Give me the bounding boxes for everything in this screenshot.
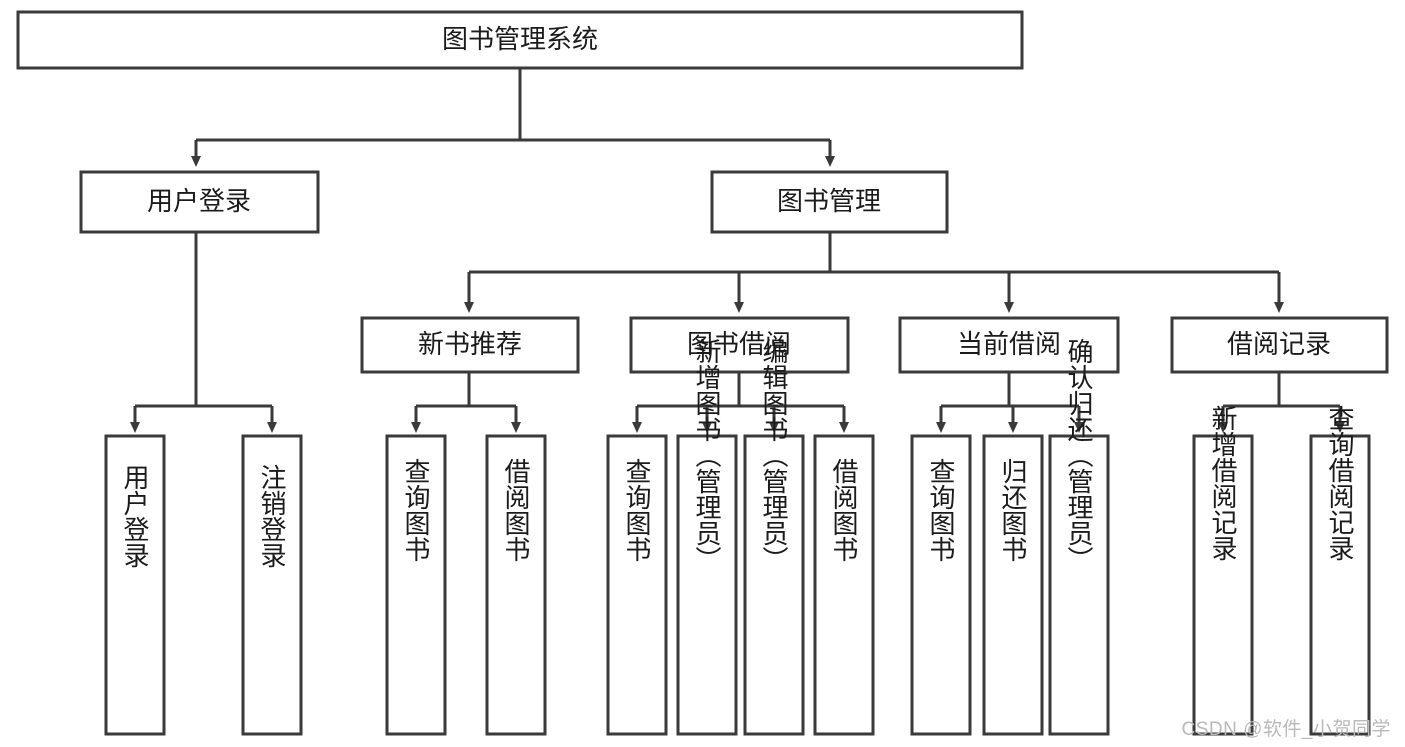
node-leaf-query-book-rec-box[interactable] <box>385 434 447 736</box>
node-leaf-add-book[interactable]: 新增图书（管理员） <box>676 338 738 736</box>
node-user-login-label: 用户登录 <box>147 186 251 216</box>
node-borrow-record-label: 借阅记录 <box>1227 329 1331 359</box>
node-leaf-query-book-cur-label: 查询图书 <box>926 458 956 562</box>
node-leaf-query-book-rec-label: 查询图书 <box>401 458 431 562</box>
node-user-login[interactable]: 用户登录 <box>79 170 320 234</box>
node-leaf-borrow-book-rec[interactable]: 借阅图书 <box>485 434 547 736</box>
node-current-borrow-box[interactable] <box>898 316 1120 374</box>
node-leaf-user-login-label: 用户登录 <box>120 464 150 568</box>
node-leaf-edit-book-label: 编辑图书（管理员） <box>759 338 789 572</box>
node-leaf-edit-book[interactable]: 编辑图书（管理员） <box>743 338 805 736</box>
node-root-label: 图书管理系统 <box>442 24 598 54</box>
node-user-login-box[interactable] <box>79 170 320 234</box>
node-root[interactable]: 图书管理系统 <box>16 10 1024 70</box>
node-leaf-confirm-return[interactable]: 确认归还（管理员） <box>1048 338 1110 736</box>
node-leaf-user-login[interactable]: 用户登录 <box>104 434 166 736</box>
connectors-user-login-to-leaves <box>130 232 277 433</box>
connectors-new-book-rec-to-leaves <box>411 372 521 433</box>
node-book-borrow-label: 图书借阅 <box>687 329 791 359</box>
node-leaf-return-book[interactable]: 归还图书 <box>982 434 1044 736</box>
node-leaf-query-book-cur[interactable]: 查询图书 <box>910 434 972 736</box>
node-leaf-query-book-rec[interactable]: 查询图书 <box>385 434 447 736</box>
node-leaf-borrow-book-rec-box[interactable] <box>485 434 547 736</box>
node-book-manage-box[interactable] <box>710 170 949 234</box>
connectors-root-to-level2 <box>191 68 835 167</box>
node-leaf-add-record[interactable]: 新增借阅记录 <box>1192 405 1254 736</box>
node-leaf-query-record[interactable]: 查询借阅记录 <box>1309 405 1371 736</box>
node-leaf-logout-box[interactable] <box>241 434 303 736</box>
node-leaf-return-book-label: 归还图书 <box>998 458 1028 562</box>
connectors-book-manage-to-level3 <box>464 232 1284 313</box>
node-leaf-borrow-book-box[interactable] <box>813 434 875 736</box>
node-borrow-record[interactable]: 借阅记录 <box>1170 316 1389 374</box>
node-new-book-rec[interactable]: 新书推荐 <box>360 316 580 374</box>
node-new-book-rec-label: 新书推荐 <box>418 329 522 359</box>
node-leaf-confirm-return-label: 确认归还（管理员） <box>1064 338 1094 572</box>
node-current-borrow-label: 当前借阅 <box>957 329 1061 359</box>
node-leaf-query-book-cur-box[interactable] <box>910 434 972 736</box>
node-leaf-borrow-book-rec-label: 借阅图书 <box>501 458 531 562</box>
node-leaf-borrow-book[interactable]: 借阅图书 <box>813 434 875 736</box>
node-leaf-query-record-box[interactable] <box>1309 434 1371 736</box>
node-leaf-add-record-label: 新增借阅记录 <box>1208 405 1238 561</box>
connectors-book-borrow-to-leaves <box>632 372 849 433</box>
node-leaf-confirm-return-box[interactable] <box>1048 434 1110 736</box>
node-new-book-rec-box[interactable] <box>360 316 580 374</box>
node-leaf-edit-book-box[interactable] <box>743 434 805 736</box>
node-leaf-add-book-label: 新增图书（管理员） <box>692 338 722 572</box>
node-borrow-record-box[interactable] <box>1170 316 1389 374</box>
csdn-watermark: CSDN @软件_小贺同学 <box>1181 719 1391 740</box>
node-leaf-query-book[interactable]: 查询图书 <box>606 434 668 736</box>
node-root-box[interactable] <box>16 10 1024 70</box>
node-current-borrow[interactable]: 当前借阅 <box>898 316 1120 374</box>
node-leaf-query-book-box[interactable] <box>606 434 668 736</box>
connectors-current-borrow-to-leaves <box>936 372 1084 433</box>
node-book-manage[interactable]: 图书管理 <box>710 170 949 234</box>
node-leaf-user-login-box[interactable] <box>104 434 166 736</box>
node-leaf-add-book-box[interactable] <box>676 434 738 736</box>
node-book-manage-label: 图书管理 <box>777 186 881 216</box>
node-leaf-borrow-book-label: 借阅图书 <box>829 458 859 562</box>
node-leaf-add-record-box[interactable] <box>1192 434 1254 736</box>
node-leaf-return-book-box[interactable] <box>982 434 1044 736</box>
node-leaf-query-book-label: 查询图书 <box>622 458 652 562</box>
node-leaf-logout-label: 注销登录 <box>257 464 287 568</box>
connectors-borrow-record-to-leaves <box>1218 372 1345 433</box>
node-book-borrow[interactable]: 图书借阅 <box>629 316 850 374</box>
node-book-borrow-box[interactable] <box>629 316 850 374</box>
node-leaf-logout[interactable]: 注销登录 <box>241 434 303 736</box>
node-leaf-query-record-label: 查询借阅记录 <box>1325 405 1355 561</box>
